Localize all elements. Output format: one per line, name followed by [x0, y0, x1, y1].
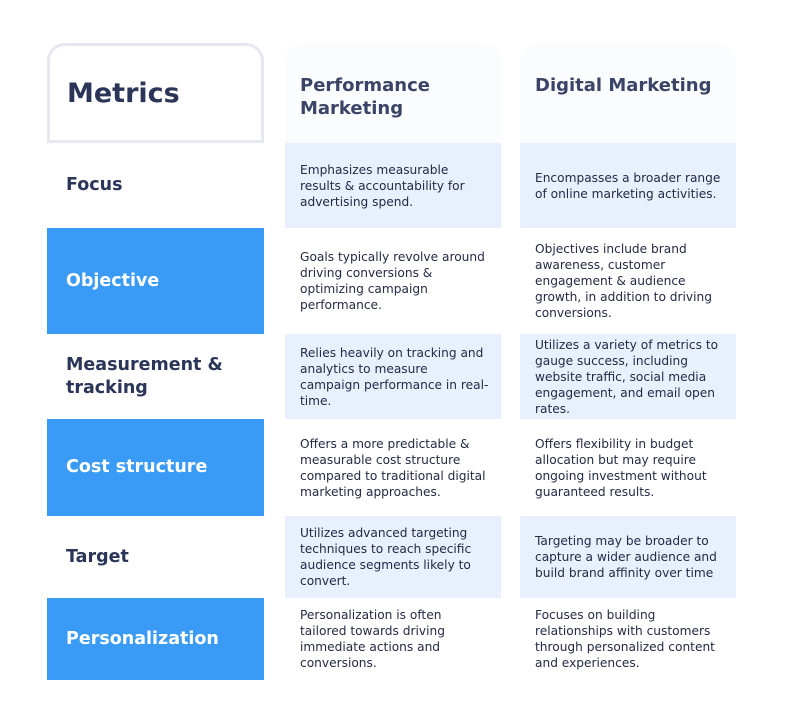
metrics-header: Metrics — [47, 43, 264, 143]
row-label-measurement-tracking: Measurement & tracking — [66, 354, 223, 398]
cell-performance-focus: Emphasizes measurable results & accounta… — [285, 143, 501, 228]
cell-performance-measurement: Relies heavily on tracking and analytics… — [285, 334, 501, 419]
cell-digital-measurement: Utilizes a variety of metrics to gauge s… — [520, 334, 736, 419]
digital-marketing-header: Digital Marketing — [520, 43, 736, 143]
cell-digital-cost: Offers flexibility in budget allocation … — [535, 436, 707, 499]
cell-performance-target: Utilizes advanced targeting techniques t… — [285, 516, 501, 598]
row-label-focus: Focus — [66, 175, 123, 195]
cell-performance-personalization: Personalization is often tailored toward… — [300, 608, 445, 670]
cell-digital-personalization: Focuses on building relationships with c… — [535, 608, 715, 670]
cell-performance-cost: Offers a more predictable & measurable c… — [300, 436, 486, 499]
cell-digital-focus: Encompasses a broader range of online ma… — [520, 143, 736, 228]
row-label-target: Target — [66, 546, 129, 567]
metrics-title: Metrics — [67, 77, 180, 109]
performance-marketing-header: Performance Marketing — [285, 43, 501, 143]
cell-performance-objective: Goals typically revolve around driving c… — [300, 250, 485, 312]
cell-digital-objective: Objectives include brand awareness, cust… — [535, 242, 712, 320]
row-label-personalization: Personalization — [47, 598, 264, 680]
cell-digital-target: Targeting may be broader to capture a wi… — [520, 516, 736, 598]
row-label-cost-structure: Cost structure — [47, 419, 264, 516]
row-label-objective: Objective — [47, 228, 264, 334]
